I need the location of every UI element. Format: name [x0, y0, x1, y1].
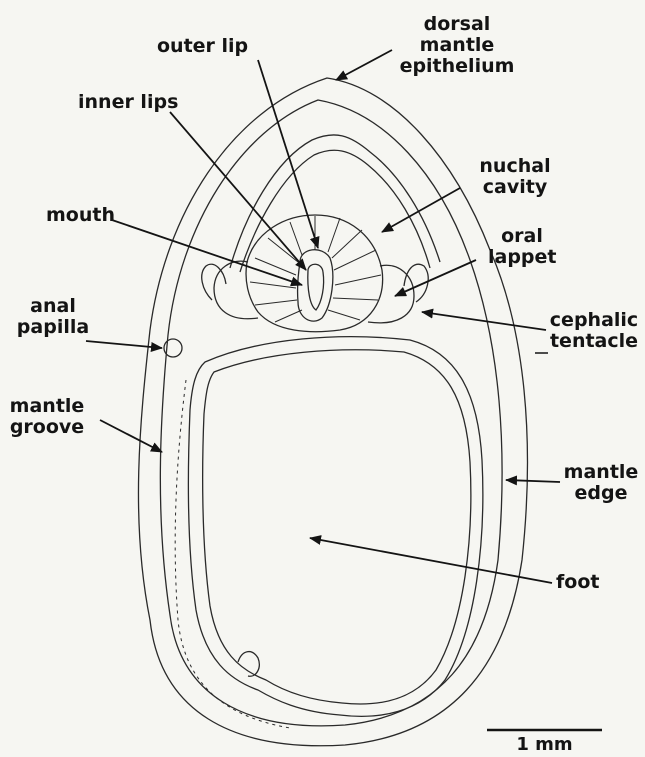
label-outer-lip: outer lip: [157, 36, 248, 57]
label-cephalic-tentacle: cephalic tentacle: [546, 310, 642, 352]
foot-notch: [238, 652, 259, 677]
leader-dorsal-mantle-epithelium: [336, 50, 392, 80]
leader-cephalic-tentacle: [422, 312, 546, 330]
label-inner-lips: inner lips: [78, 92, 178, 113]
outer-lip-shape: [298, 250, 333, 321]
leader-mantle-edge: [506, 480, 560, 482]
mantle-groove-line: [175, 380, 290, 728]
label-anal-papilla: anal papilla: [12, 296, 94, 338]
leader-foot: [310, 538, 552, 583]
foot-inner-outline: [203, 350, 471, 704]
leader-anal-papilla: [86, 341, 162, 348]
leader-mantle-groove: [100, 420, 162, 452]
nuchal-cavity-outline: [230, 135, 440, 268]
label-oral-lappet: oral lappet: [488, 226, 556, 268]
leader-oral-lappet: [395, 260, 476, 296]
label-nuchal-cavity: nuchal cavity: [475, 156, 555, 198]
label-foot: foot: [556, 572, 599, 593]
label-mantle-edge: mantle edge: [560, 462, 642, 504]
foot-outline: [188, 337, 482, 717]
leader-mouth: [112, 220, 302, 285]
label-dorsal-mantle-epithelium: dorsal mantle epithelium: [392, 14, 522, 77]
scale-bar-label: 1 mm: [487, 734, 602, 755]
nuchal-cavity-inner: [240, 150, 430, 272]
inner-lips-shape: [308, 264, 324, 310]
label-mouth: mouth: [46, 205, 115, 226]
mantle-outline: [138, 78, 527, 746]
label-mantle-groove: mantle groove: [2, 396, 92, 438]
